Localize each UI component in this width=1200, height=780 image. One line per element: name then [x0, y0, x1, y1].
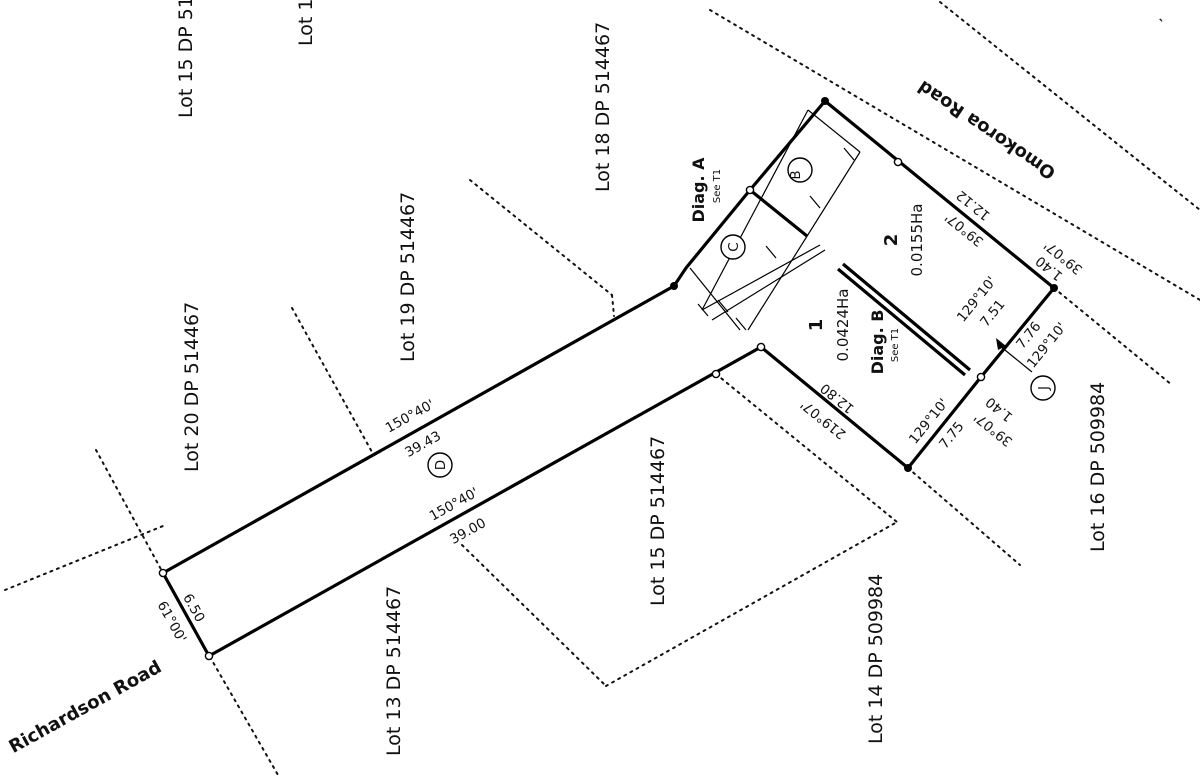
- easement-c-line-2: [701, 244, 821, 311]
- lot-label-15-mid: Lot 15 DP 514467: [647, 436, 669, 606]
- easement-c-line-1: [689, 267, 741, 331]
- lot14-lot16-boundary: [907, 467, 1021, 566]
- easement-tick-2: [717, 299, 729, 313]
- lot15-lot14-boundary: [605, 521, 898, 687]
- lot-label-13: Lot 13 DP 514467: [383, 586, 405, 756]
- easement-tick-4: [765, 245, 777, 259]
- lot-label-20: Lot 20 DP 514467: [181, 302, 203, 472]
- easement-tick-5: [809, 195, 821, 209]
- easement-b-label: B: [788, 170, 804, 179]
- lot16-north-boundary: [1053, 287, 1173, 386]
- parcel-2-number: 2: [881, 234, 902, 247]
- mark-open-1: [893, 157, 903, 167]
- mark-open-5: [976, 372, 986, 382]
- diag-b-arrow-line: [999, 345, 1033, 373]
- survey-marks: [158, 97, 1058, 661]
- easement-j-circle: [1030, 375, 1056, 401]
- easement-c-line-3: [711, 249, 826, 321]
- lot18-lot19-boundary-tail: [611, 294, 615, 317]
- mark-open-2: [745, 185, 755, 195]
- easement-c-label: C: [726, 242, 742, 251]
- richardson-road-south-edge: [209, 656, 279, 776]
- top-edge-glyph: ,: [1150, 12, 1166, 24]
- lot-labels: Lot 15 DP 5144 Lot 14 Lot 18 DP 514467 L…: [175, 0, 1109, 756]
- access-top-bearing: 150°40': [383, 397, 437, 437]
- parcel-2-area: 0.0155Ha: [908, 204, 926, 277]
- mark-solid-1: [821, 97, 829, 105]
- mark-solid-3: [904, 464, 912, 472]
- easement-tick-1: [697, 303, 709, 317]
- lot15-north-boundary: [715, 373, 898, 523]
- diag-b-note: See T1: [890, 328, 901, 362]
- lot-label-top-left: Lot 15 DP 5144: [175, 0, 197, 118]
- lot-label-19: Lot 19 DP 514467: [397, 192, 419, 362]
- mark-open-4: [711, 369, 721, 379]
- lot-label-14: Lot 14 DP 509984: [865, 574, 887, 744]
- diag-a-title: Diag. A: [689, 157, 708, 223]
- lot2-south-boundary-dbl2: [836, 267, 967, 377]
- easement-j-label: J: [1036, 386, 1052, 391]
- se-length: 7.75: [936, 419, 967, 452]
- easement-d-label: D: [433, 460, 449, 470]
- easement-tick-3: [735, 317, 747, 331]
- diag-b-title: Diag. B: [868, 310, 887, 375]
- lot2-south-boundary-dbl: [841, 262, 972, 372]
- lot20-west-boundary: [95, 449, 164, 574]
- easement-lines: [689, 109, 1033, 373]
- richardson-road-label: Richardson Road: [6, 657, 166, 758]
- parcel-labels: 1 0.0424Ha 2 0.0155Ha: [806, 204, 926, 362]
- parcel-1-number: 1: [806, 319, 827, 332]
- parcel-1-area: 0.0424Ha: [834, 289, 852, 362]
- mark-solid-4: [670, 282, 678, 290]
- easement-b-circle: [787, 157, 813, 183]
- omokoroa-road-edge-top: [939, 1, 1200, 211]
- richardson-road-edge: [4, 525, 164, 591]
- lot-label-top-cut: Lot 14: [295, 0, 317, 46]
- lot-label-16: Lot 16 DP 509984: [1087, 382, 1109, 552]
- diag-a-note: See T1: [712, 169, 723, 203]
- easement-markers: B C D J: [427, 157, 1056, 478]
- lot13-lot15-boundary: [461, 544, 607, 687]
- lot2-west-boundary: [748, 188, 809, 238]
- easement-b-line-2: [747, 151, 861, 331]
- easement-c-circle: [720, 234, 746, 260]
- diagram-references: Diag. A See T1 Diag. B See T1: [689, 157, 901, 375]
- easement-d-circle: [427, 452, 453, 478]
- adjoining-boundaries: [4, 1, 1200, 776]
- mark-solid-2: [1050, 284, 1058, 292]
- easement-b-line-3: [701, 109, 809, 311]
- mark-open-7: [204, 651, 214, 661]
- dimension-labels: 150°40' 39.43 150°40' 39.00 61°00' 6.50 …: [154, 187, 1086, 646]
- lot-label-18: Lot 18 DP 514467: [592, 22, 614, 192]
- easement-b-line-1: [807, 109, 861, 153]
- lot18-lot19-boundary: [469, 179, 613, 296]
- omokoroa-road-label: Omokoroa Road: [914, 76, 1059, 184]
- mark-open-6: [158, 568, 168, 578]
- lot19-lot20-boundary: [291, 307, 373, 453]
- easement-tick-6: [843, 147, 855, 161]
- diag-b-arrow-head: [996, 338, 1006, 350]
- mark-open-3: [756, 342, 766, 352]
